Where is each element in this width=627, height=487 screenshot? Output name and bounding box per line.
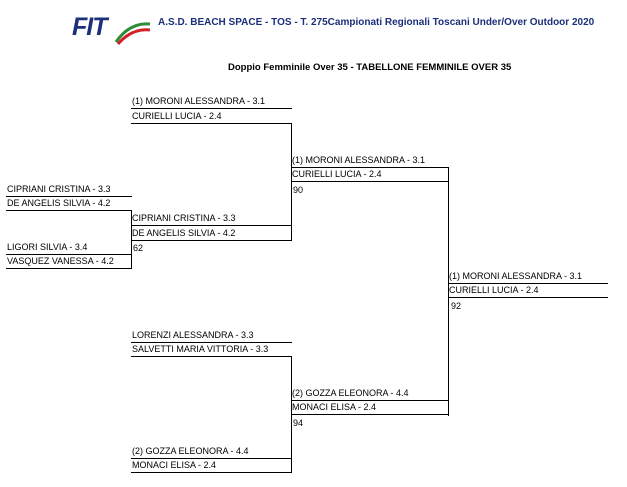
r1-match2-player-1: CIPRIANI CRISTINA - 3.3 <box>131 213 292 226</box>
semi-top-score: 90 <box>293 185 304 195</box>
bracket-connector <box>291 124 292 241</box>
tournament-title: A.S.D. BEACH SPACE - TOS - T. 275Campion… <box>158 17 595 28</box>
bracket-connector <box>448 167 449 416</box>
r1-match4-player-2: MONACI ELISA - 2.4 <box>131 460 292 473</box>
semi-bottom-player-1: (2) GOZZA ELEONORA - 4.4 <box>291 388 449 401</box>
bracket-connector <box>131 210 132 269</box>
r1-match2-score: 62 <box>133 243 144 253</box>
semi-bottom-score: 94 <box>293 418 304 428</box>
final-player-2: CURIELLI LUCIA - 2.4 <box>448 285 608 298</box>
semi-top-player-1: (1) MORONI ALESSANDRA - 3.1 <box>291 155 449 168</box>
r1-match1-player-2: CURIELLI LUCIA - 2.4 <box>131 111 292 124</box>
bracket-connector <box>291 357 292 473</box>
r1-match1-player-1: (1) MORONI ALESSANDRA - 3.1 <box>131 96 292 109</box>
logo-text: FIT <box>72 13 107 41</box>
draw-subtitle: Doppio Femminile Over 35 - TABELLONE FEM… <box>228 62 512 73</box>
prelim-team-a-player-2: DE ANGELIS SILVIA - 4.2 <box>6 198 132 211</box>
final-score: 92 <box>451 301 462 311</box>
r1-match2-player-2: DE ANGELIS SILVIA - 4.2 <box>131 228 292 241</box>
logo-swoosh-icon <box>114 22 151 46</box>
r1-match3-player-2: SALVETTI MARIA VITTORIA - 3.3 <box>131 344 292 357</box>
r1-match3-player-1: LORENZI ALESSANDRA - 3.3 <box>131 330 292 343</box>
prelim-team-a-player-1: CIPRIANI CRISTINA - 3.3 <box>6 184 132 197</box>
prelim-team-b-player-2: VASQUEZ VANESSA - 4.2 <box>6 256 132 269</box>
prelim-team-b-player-1: LIGORI SILVIA - 3.4 <box>6 242 132 255</box>
semi-top-player-2: CURIELLI LUCIA - 2.4 <box>291 169 449 182</box>
semi-bottom-player-2: MONACI ELISA - 2.4 <box>291 402 449 415</box>
fit-logo: FIT <box>72 12 152 50</box>
r1-match4-player-1: (2) GOZZA ELEONORA - 4.4 <box>131 446 292 459</box>
final-player-1: (1) MORONI ALESSANDRA - 3.1 <box>448 271 608 284</box>
